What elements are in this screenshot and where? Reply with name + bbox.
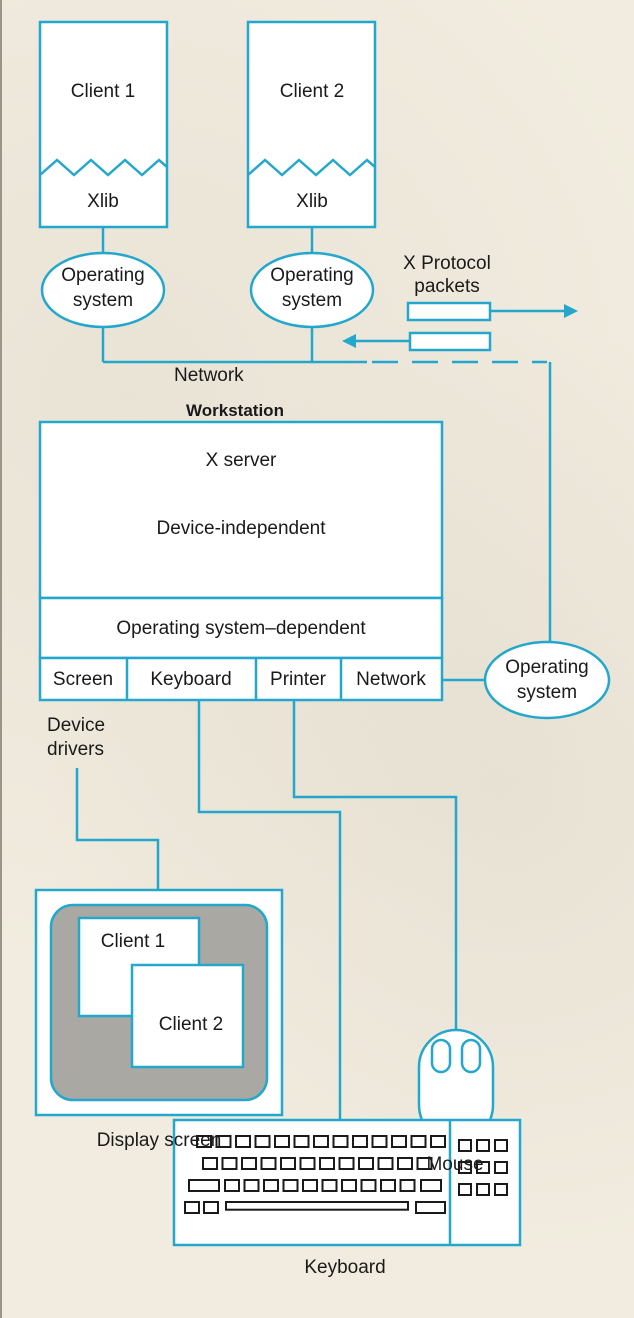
mouse-label: Mouse xyxy=(426,1154,484,1175)
keyboard-key xyxy=(458,1161,472,1174)
keyboard-key xyxy=(494,1161,508,1174)
keyboard-key xyxy=(338,1157,355,1170)
keyboard-key xyxy=(352,1135,368,1148)
keyboard-label: Keyboard xyxy=(304,1257,386,1278)
keyboard-key xyxy=(321,1179,338,1192)
keyboard-key xyxy=(293,1135,310,1148)
keyboard-key xyxy=(430,1135,446,1148)
client-2-wave xyxy=(247,158,376,177)
keyboard-key xyxy=(280,1157,296,1170)
client-1-os-label-line1: Operating xyxy=(61,265,145,286)
client-2-label: Client 2 xyxy=(279,81,345,102)
keyboard-key xyxy=(225,1201,409,1211)
keyboard-key xyxy=(476,1161,490,1174)
keyboard-key xyxy=(184,1201,200,1214)
client-1-wave xyxy=(39,158,168,177)
keyboard-key xyxy=(224,1179,240,1192)
client-1-label: Client 1 xyxy=(70,81,136,102)
x-protocol-label-line2: packets xyxy=(414,276,480,297)
keyboard-key xyxy=(332,1135,349,1148)
keyboard-key xyxy=(458,1183,472,1196)
driver-screen-label: Screen xyxy=(52,669,114,690)
x-protocol-label-line1: X Protocol xyxy=(403,253,491,274)
os-dependent-box xyxy=(38,596,444,660)
packet-outgoing-arrowhead xyxy=(564,304,578,318)
x-server-box xyxy=(38,420,444,600)
keyboard-key xyxy=(380,1179,396,1192)
keyboard-key xyxy=(274,1135,290,1148)
keyboard-key xyxy=(371,1135,388,1148)
keyboard-key xyxy=(254,1135,271,1148)
keyboard-keys xyxy=(184,1135,508,1214)
keyboard-key xyxy=(319,1157,335,1170)
mouse-button-left xyxy=(430,1038,452,1074)
keyboard-key xyxy=(221,1157,238,1170)
keyboard-key xyxy=(202,1157,218,1170)
keyboard-key xyxy=(397,1157,413,1170)
keyboard-key xyxy=(494,1139,508,1152)
keyboard-key xyxy=(215,1135,232,1148)
keyboard-key xyxy=(420,1179,442,1192)
keyboard-key xyxy=(410,1135,427,1148)
keyboard-key xyxy=(196,1135,212,1148)
packet-incoming-arrowhead xyxy=(342,334,356,348)
keyboard-key xyxy=(235,1135,251,1148)
keyboard-cable xyxy=(197,700,342,1120)
network-label: Network xyxy=(174,365,244,386)
driver-printer-label: Printer xyxy=(270,669,326,690)
x-server-label: X server xyxy=(205,450,277,471)
keyboard-key xyxy=(313,1135,329,1148)
keyboard-key xyxy=(203,1201,219,1214)
mouse-button-right xyxy=(460,1038,482,1074)
keyboard-key xyxy=(415,1201,446,1214)
device-drivers-label-line2: drivers xyxy=(47,739,105,760)
keyboard-key xyxy=(299,1157,316,1170)
display-screen-caption: Display screen xyxy=(96,1130,222,1151)
client-1-os-label-line2: system xyxy=(72,290,134,311)
client-1-xlib-label: Xlib xyxy=(87,191,119,212)
keyboard-key xyxy=(341,1179,357,1192)
client-2-os-label-line2: system xyxy=(281,290,343,311)
keyboard-key xyxy=(188,1179,220,1192)
keyboard-key xyxy=(358,1157,374,1170)
device-independent-label: Device-independent xyxy=(156,518,326,539)
display-window-client-2-label: Client 2 xyxy=(158,1014,224,1035)
workstation-os-label-line2: system xyxy=(516,682,578,703)
mouse-cable xyxy=(292,700,458,1030)
keyboard-key xyxy=(241,1157,257,1170)
keyboard-key xyxy=(476,1183,490,1196)
keyboard-key xyxy=(302,1179,318,1192)
workstation-os-ellipse xyxy=(483,640,611,720)
workstation-title: Workstation xyxy=(186,401,284,420)
drivers-row xyxy=(38,656,444,702)
packet-incoming xyxy=(408,331,492,352)
keyboard-key xyxy=(399,1179,416,1192)
client-2-xlib-label: Xlib xyxy=(296,191,328,212)
keyboard-key xyxy=(360,1179,377,1192)
keyboard-key xyxy=(377,1157,394,1170)
keyboard-key xyxy=(458,1139,472,1152)
keyboard-key xyxy=(494,1183,508,1196)
keyboard-key xyxy=(282,1179,299,1192)
driver-network-label: Network xyxy=(356,669,426,690)
client-1-box xyxy=(38,20,169,229)
os-dependent-label: Operating system–dependent xyxy=(116,618,366,639)
packet-outgoing xyxy=(406,301,492,322)
keyboard-key xyxy=(476,1139,490,1152)
screen-cable xyxy=(75,768,160,890)
window-client-2 xyxy=(130,963,245,1069)
device-drivers-label-line1: Device xyxy=(47,715,106,736)
workstation-os-label-line1: Operating xyxy=(505,657,589,678)
keyboard-key xyxy=(263,1179,279,1192)
keyboard-key xyxy=(260,1157,277,1170)
client-2-os-label-line1: Operating xyxy=(270,265,354,286)
client-2-box xyxy=(246,20,377,229)
keyboard-key xyxy=(416,1157,433,1170)
keyboard-key xyxy=(243,1179,260,1192)
keyboard-key xyxy=(391,1135,407,1148)
driver-keyboard-label: Keyboard xyxy=(150,669,232,690)
display-window-client-1-label: Client 1 xyxy=(100,931,166,952)
